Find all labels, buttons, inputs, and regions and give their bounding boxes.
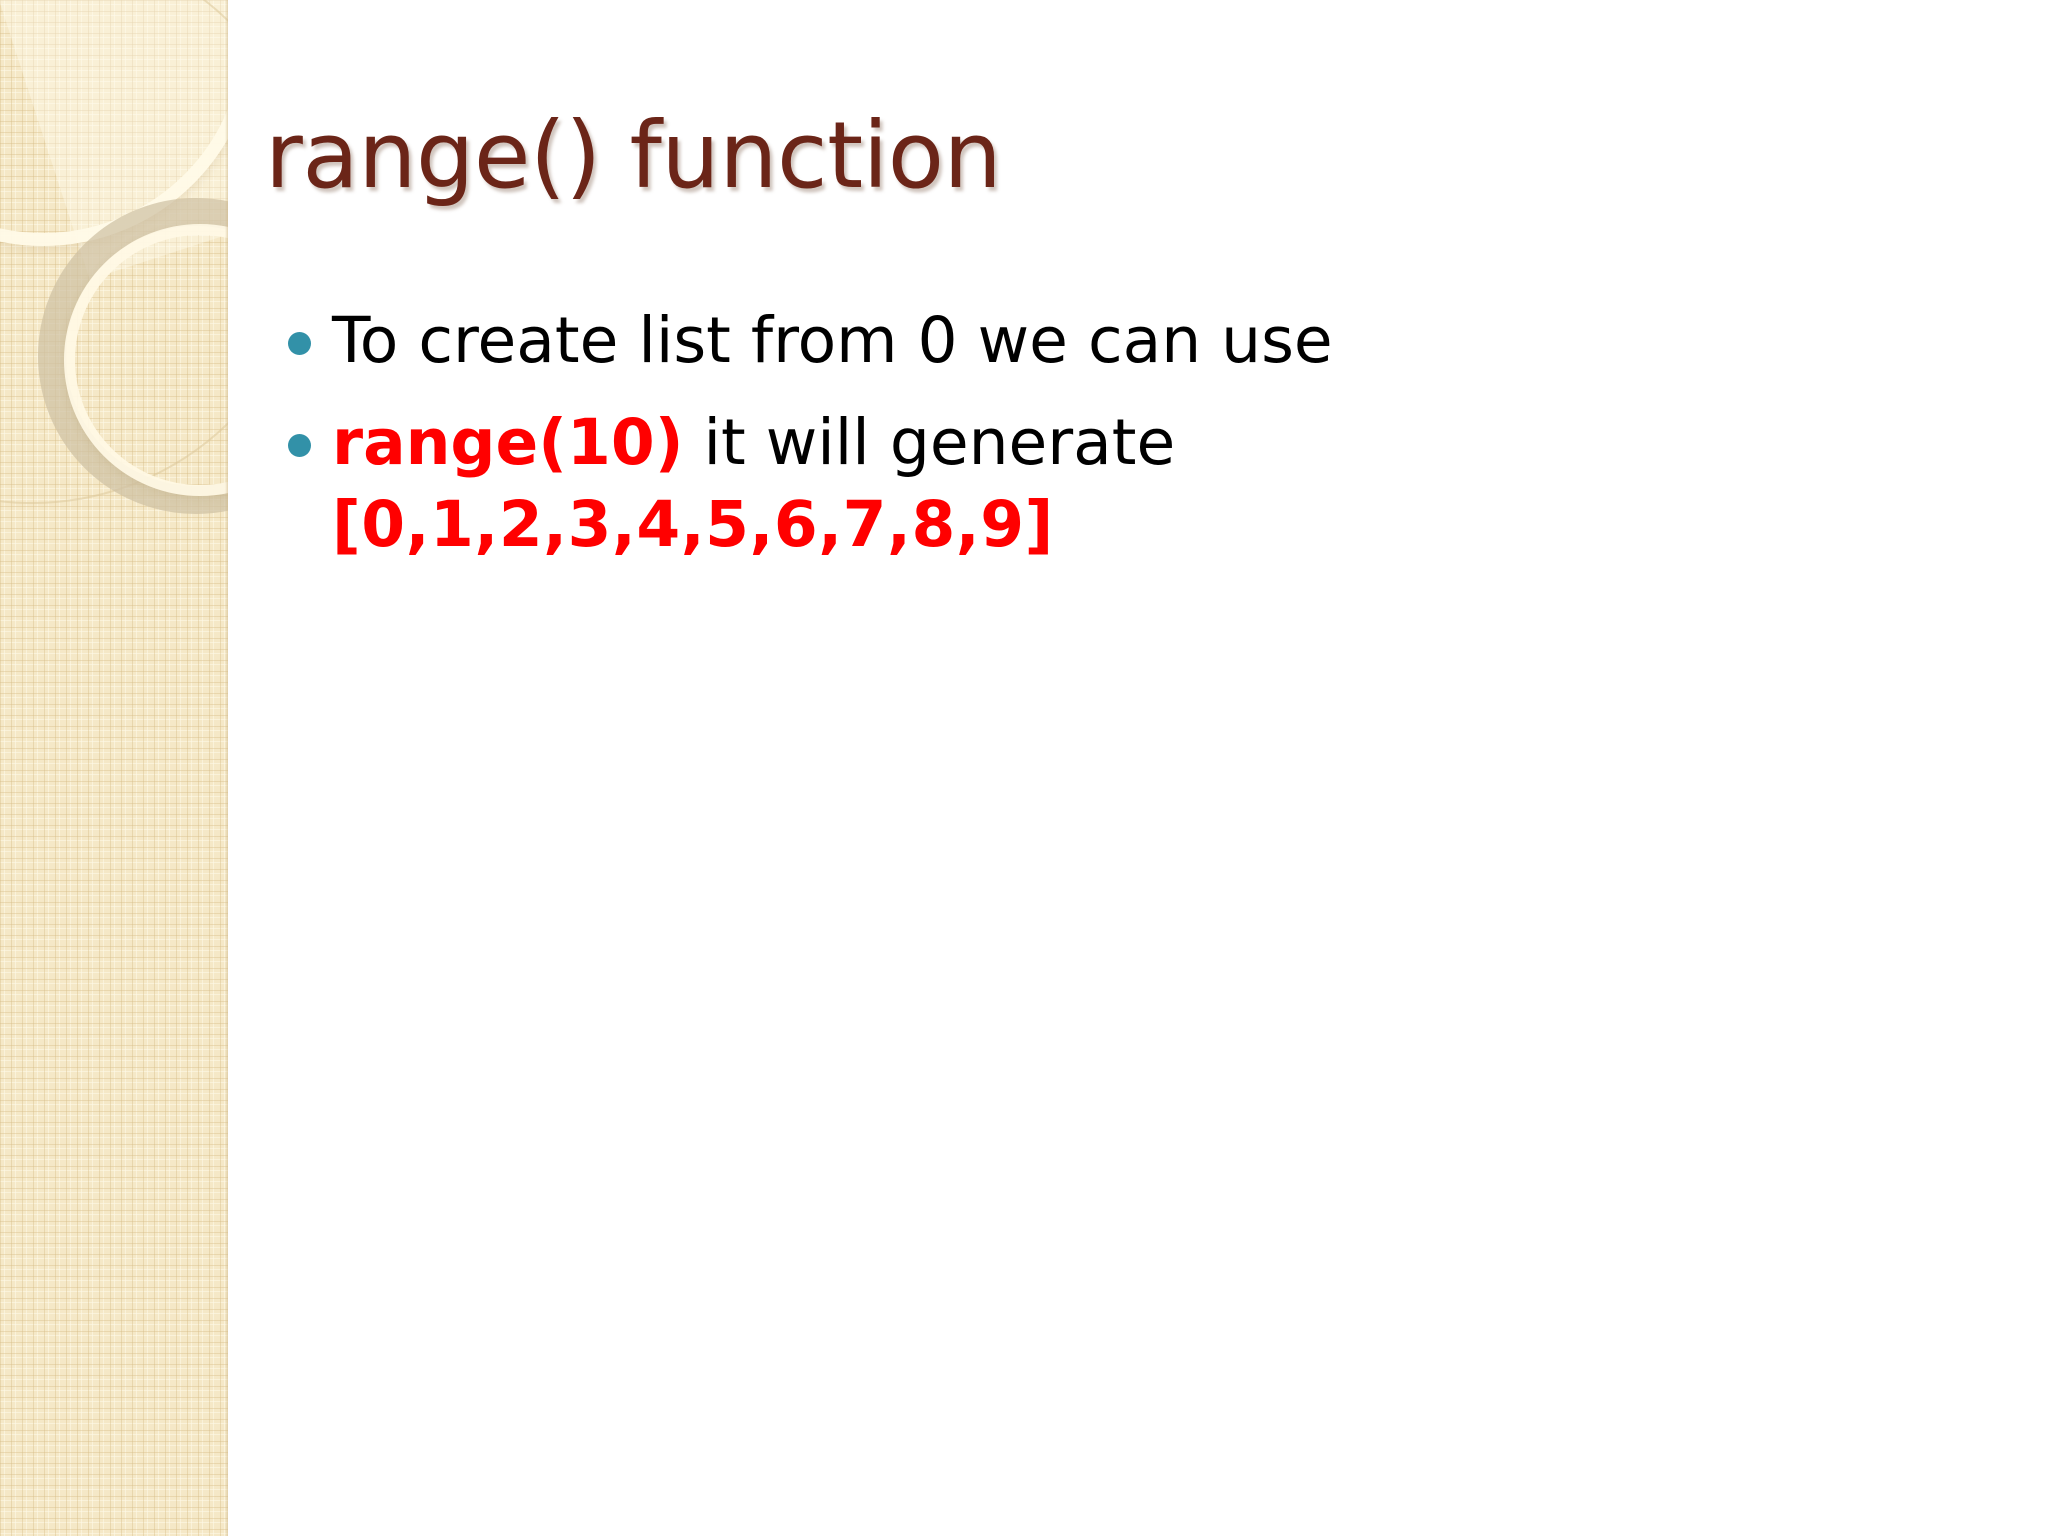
bullet-1-text: To create list from 0 we can use [332, 304, 1333, 377]
slide-bullet-list: To create list from 0 we can use range(1… [270, 300, 1986, 586]
bullet-2-text: range(10) it will generate [332, 402, 1986, 484]
range-result-list: [0,1,2,3,4,5,6,7,8,9] [332, 487, 1054, 561]
bullet-dot-icon [288, 433, 311, 457]
bullet-item-1: To create list from 0 we can use [270, 300, 1986, 382]
slide-title: range() function [265, 102, 1002, 209]
slide-decorative-sidebar [0, 0, 228, 1536]
range-description-text: it will generate [703, 405, 1176, 479]
bullet-dot-icon [288, 332, 311, 355]
slide-content-area: range() function To create list from 0 w… [228, 0, 2048, 1536]
sidebar-right-edge [225, 0, 228, 1536]
range-call-code: range(10) [332, 405, 684, 479]
bullet-item-2: range(10) it will generate [0,1,2,3,4,5,… [270, 402, 1986, 566]
